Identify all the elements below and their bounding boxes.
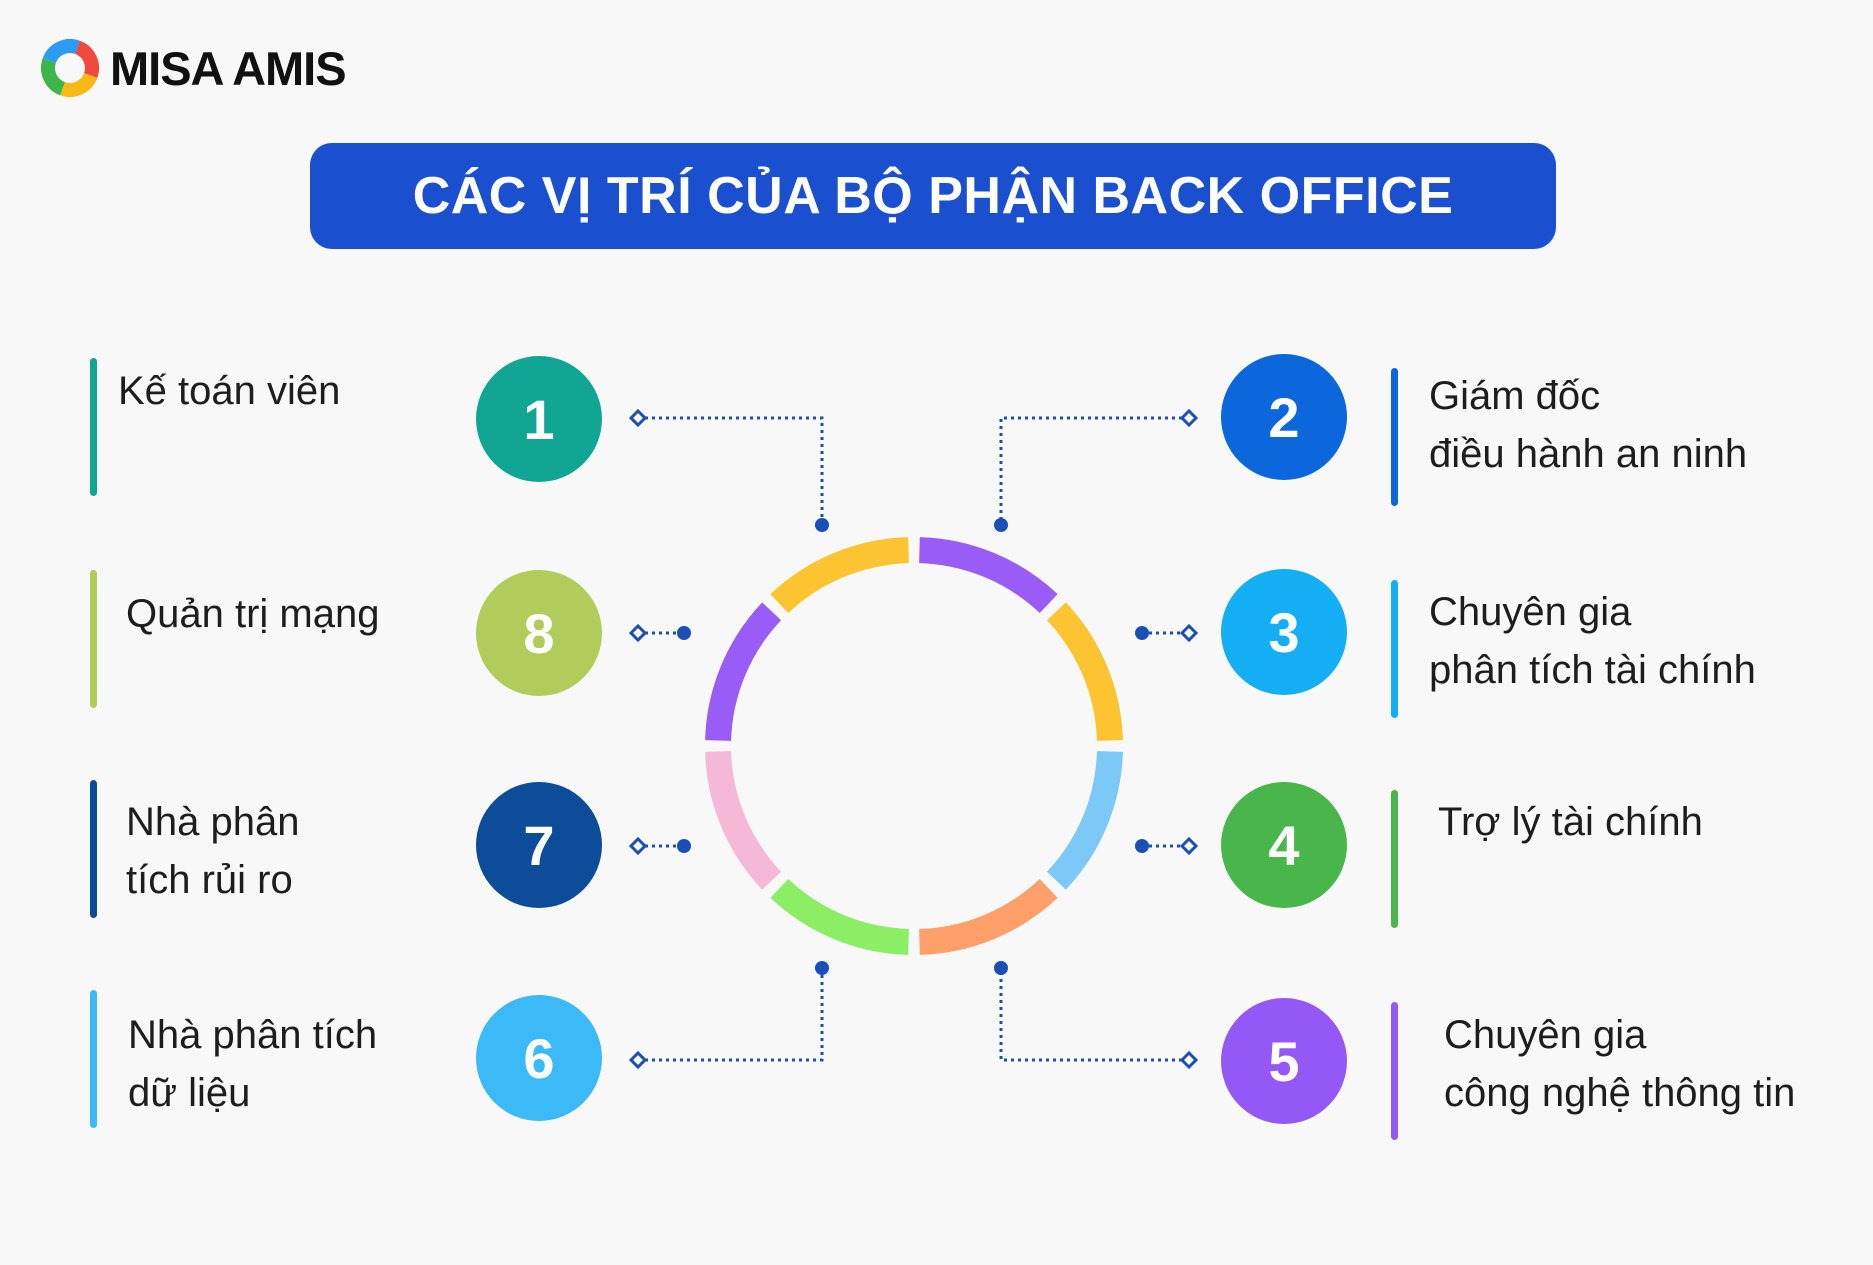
connector-diamond [1179,1050,1199,1070]
connector-dot [677,626,691,640]
position-label-6: Nhà phân tích dữ liệu [128,1006,377,1122]
position-3-line-2: phân tích tài chính [1429,648,1756,692]
ring-segment [770,537,910,614]
accent-bar-8 [90,570,97,708]
connector-diamond [1179,623,1199,643]
connector-dot [815,961,829,975]
position-badge-5: 5 [1221,998,1347,1124]
connector-dot [994,961,1008,975]
connector-line [638,968,824,1062]
position-6-line-2: dữ liệu [128,1071,251,1115]
logo-arc [42,39,80,64]
ring-segment [1046,602,1123,742]
connector-diamond [1179,408,1199,428]
position-5-line-2: công nghệ thông tin [1444,1071,1796,1115]
logo-arc [60,72,98,97]
position-label-4: Trợ lý tài chính [1438,793,1703,851]
ring-segment [1046,750,1123,890]
accent-bar-5 [1391,1002,1398,1140]
position-label-5: Chuyên gia công nghệ thông tin [1444,1006,1795,1122]
position-2-line-1: Giám đốc [1429,374,1601,418]
accent-bar-6 [90,990,97,1128]
position-8-line-1: Quản trị mạng [126,592,380,636]
connector-diamond [628,623,648,643]
connector-dot [994,518,1008,532]
connector-dot [815,518,829,532]
position-label-2: Giám đốc điều hành an ninh [1429,367,1747,483]
position-badge-3: 3 [1221,569,1347,695]
connector-diamond [1179,836,1199,856]
accent-bar-2 [1391,368,1398,506]
position-7-line-2: tích rủi ro [126,858,293,902]
connector-dot [1135,626,1149,640]
position-badge-7: 7 [476,782,602,908]
position-badge-8: 8 [476,570,602,696]
position-label-7: Nhà phân tích rủi ro [126,793,299,909]
position-6-line-1: Nhà phân tích [128,1013,378,1057]
ring-segment [705,602,782,742]
position-7-line-1: Nhà phân [126,800,300,844]
position-badge-2: 2 [1221,354,1347,480]
accent-bar-3 [1391,580,1398,718]
logo-arc [74,40,99,78]
position-label-3: Chuyên gia phân tích tài chính [1429,583,1756,699]
connector-dot [1135,839,1149,853]
connector-diamond [628,408,648,428]
position-2-line-2: điều hành an ninh [1429,432,1748,476]
position-label-8: Quản trị mạng [126,585,379,643]
connector-diamond [628,836,648,856]
ring-segment [918,878,1058,955]
connector-line [638,416,824,525]
accent-bar-4 [1391,790,1398,928]
position-4-line-1: Trợ lý tài chính [1438,800,1703,844]
misa-amis-logo-icon [41,39,99,97]
accent-bar-7 [90,780,97,918]
brand-name: MISA AMIS [110,41,347,95]
ring-segment [770,878,910,955]
diagram-title: CÁC VỊ TRÍ CỦA BỘ PHẬN BACK OFFICE [412,167,1454,225]
position-badge-1: 1 [476,356,602,482]
ring-segment [705,750,782,890]
position-5-line-1: Chuyên gia [1444,1013,1647,1057]
connector-diamond [628,1050,648,1070]
connector-line [999,968,1189,1062]
title-banner: CÁC VỊ TRÍ CỦA BỘ PHẬN BACK OFFICE [310,143,1556,249]
logo-arc [41,58,66,96]
position-1-line-1: Kế toán viên [118,369,341,413]
ring-segment [918,537,1058,614]
brand-logo: MISA AMIS [40,38,347,98]
position-3-line-1: Chuyên gia [1429,590,1632,634]
position-badge-4: 4 [1221,782,1347,908]
accent-bar-1 [90,358,97,496]
position-label-1: Kế toán viên [118,362,340,420]
connector-line [999,416,1189,525]
position-badge-6: 6 [476,995,602,1121]
connector-dot [677,839,691,853]
